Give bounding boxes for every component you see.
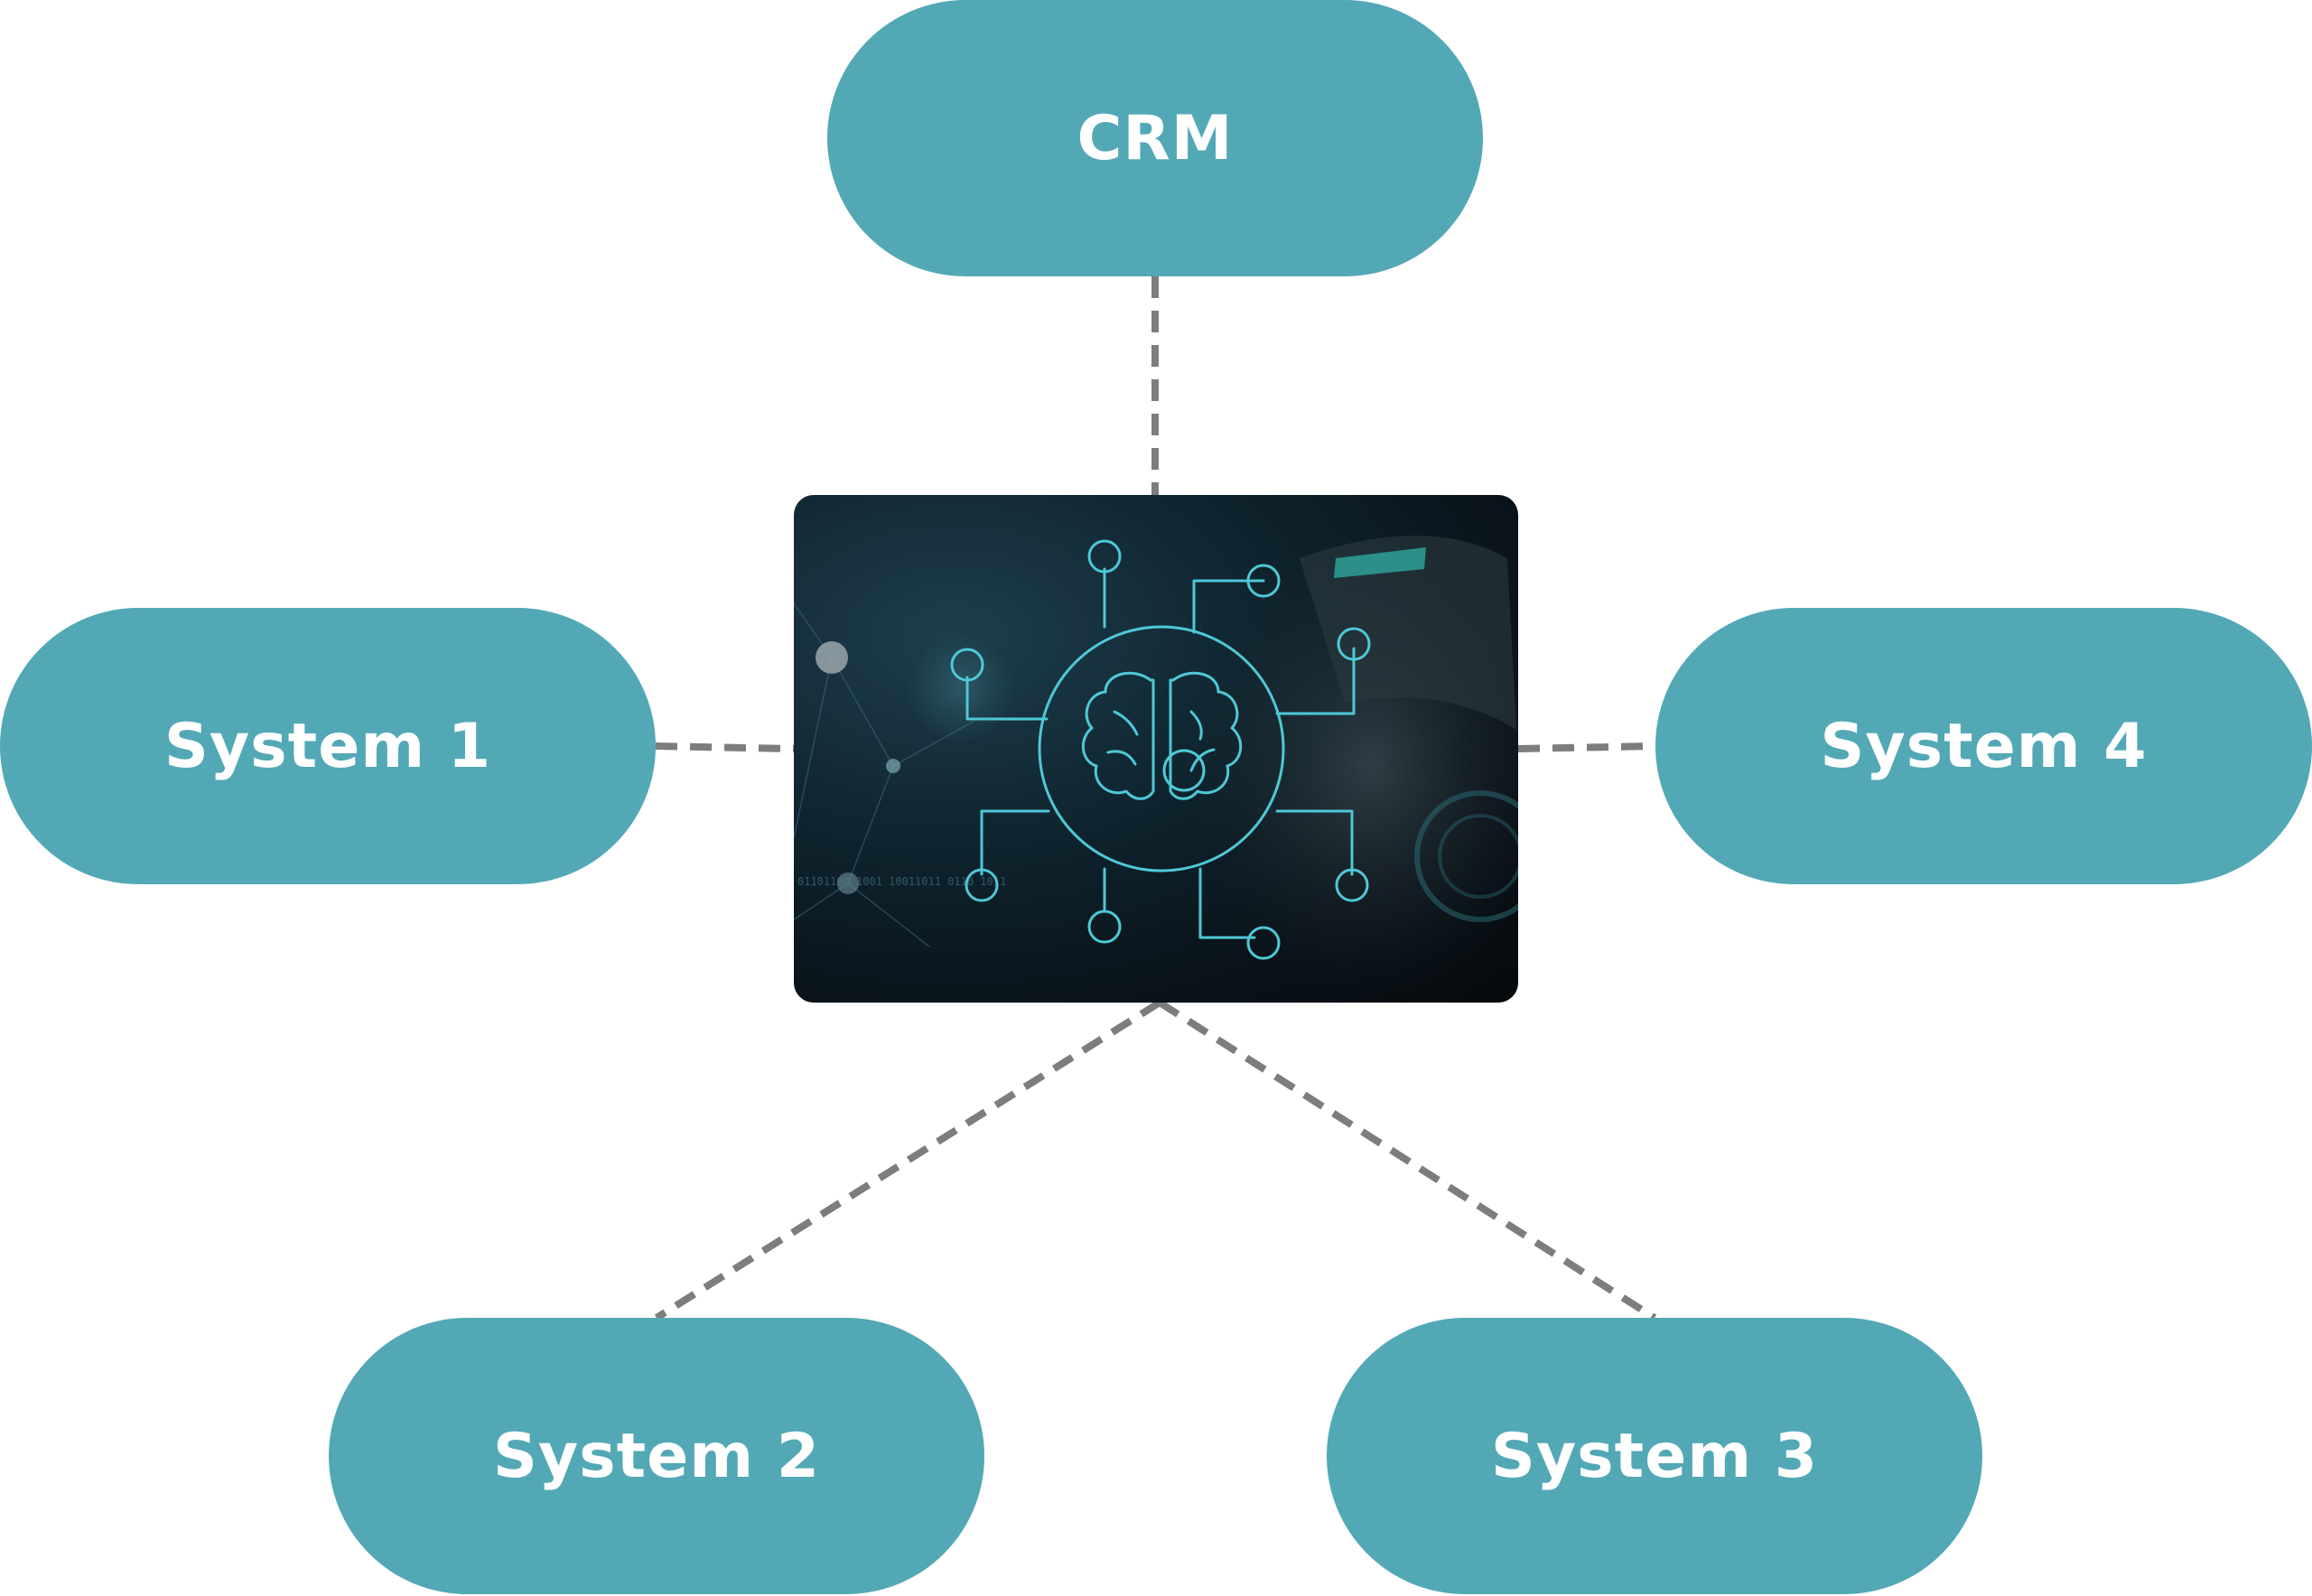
brain-circuit-icon xyxy=(950,539,1371,960)
svg-text:01101100 1001 10011011 0110 10: 01101100 1001 10011011 0110 1011 xyxy=(797,875,1006,888)
node-system-4: System 4 xyxy=(1655,608,2312,884)
connector-system-1 xyxy=(655,742,795,752)
node-system-4-label: System 4 xyxy=(1820,710,2148,782)
ai-hub-image: 01101100 1001 10011011 0110 1011 xyxy=(794,495,1518,1003)
connector-system-2 xyxy=(654,999,1162,1321)
node-crm: CRM xyxy=(827,0,1483,276)
hub-background: 01101100 1001 10011011 0110 1011 xyxy=(794,531,1518,1001)
node-crm-label: CRM xyxy=(1077,102,1234,174)
connector-system-3 xyxy=(1157,999,1657,1321)
node-system-1: System 1 xyxy=(0,608,656,884)
node-system-1-label: System 1 xyxy=(163,710,492,782)
node-system-3-label: System 3 xyxy=(1490,1420,1819,1492)
connector-system-4 xyxy=(1517,742,1656,752)
node-system-2-label: System 2 xyxy=(492,1420,821,1492)
node-system-3: System 3 xyxy=(1327,1318,1982,1594)
node-system-2: System 2 xyxy=(329,1318,984,1594)
